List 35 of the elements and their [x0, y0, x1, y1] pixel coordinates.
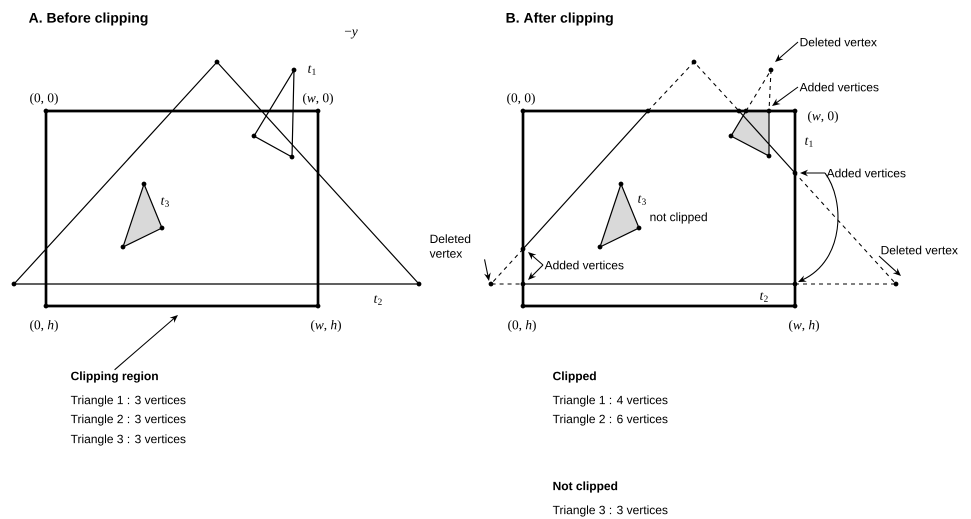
section-heading: Not clipped [553, 481, 618, 493]
section-heading: Clipping region [71, 371, 158, 383]
vertex-count-text: Triangle 3 : 3 vertices [70, 434, 186, 446]
callout-text: Deleted vertex [430, 234, 470, 258]
annotation-text: not clipped [650, 212, 707, 224]
vertex-count-text: Triangle 1 : 3 vertices [70, 395, 186, 407]
coordinate-label: (0, 0) [30, 92, 58, 106]
leader-line [528, 264, 544, 280]
coordinate-label: (w, h) [311, 320, 341, 332]
triangle-label: t$_{3}$ [638, 195, 646, 205]
triangle-label: t$_{2}$ [374, 295, 382, 305]
axis-label: −y [344, 30, 358, 38]
coordinate-label: (0, h) [30, 320, 58, 332]
triangle-label: t$_{1}$ [308, 65, 316, 75]
vertex-count-text: Triangle 1 : 4 vertices [552, 395, 668, 407]
callout-text: Added vertices [544, 260, 624, 270]
callout-text: Deleted vertex [882, 246, 958, 254]
coordinate-label: (w, 0) [808, 110, 838, 124]
triangle-label: t$_{3}$ [161, 197, 169, 207]
leader-line [878, 256, 901, 276]
callout-text: Added vertices [826, 168, 906, 178]
vertex-count-text: Triangle 2 : 3 vertices [70, 414, 186, 426]
callout-text: Added vertices [800, 82, 879, 92]
vertex-count-text: Triangle 3 : 3 vertices [552, 505, 668, 517]
coordinate-label: (0, h) [508, 320, 536, 332]
coordinate-label: (0, 0) [507, 92, 535, 106]
callout-text: Deleted vertex [800, 38, 877, 46]
triangle-label: t$_{2}$ [760, 292, 768, 302]
coordinate-label: (w, 0) [303, 92, 333, 106]
triangle-label: t$_{1}$ [805, 137, 813, 147]
section-heading: Clipped [553, 371, 596, 383]
panel-title: B. After clipping [506, 12, 613, 26]
vertex-count-text: Triangle 2 : 6 vertices [552, 414, 668, 426]
coordinate-label: (w, h) [789, 320, 819, 332]
panel-title: A. Before clipping [28, 12, 148, 26]
